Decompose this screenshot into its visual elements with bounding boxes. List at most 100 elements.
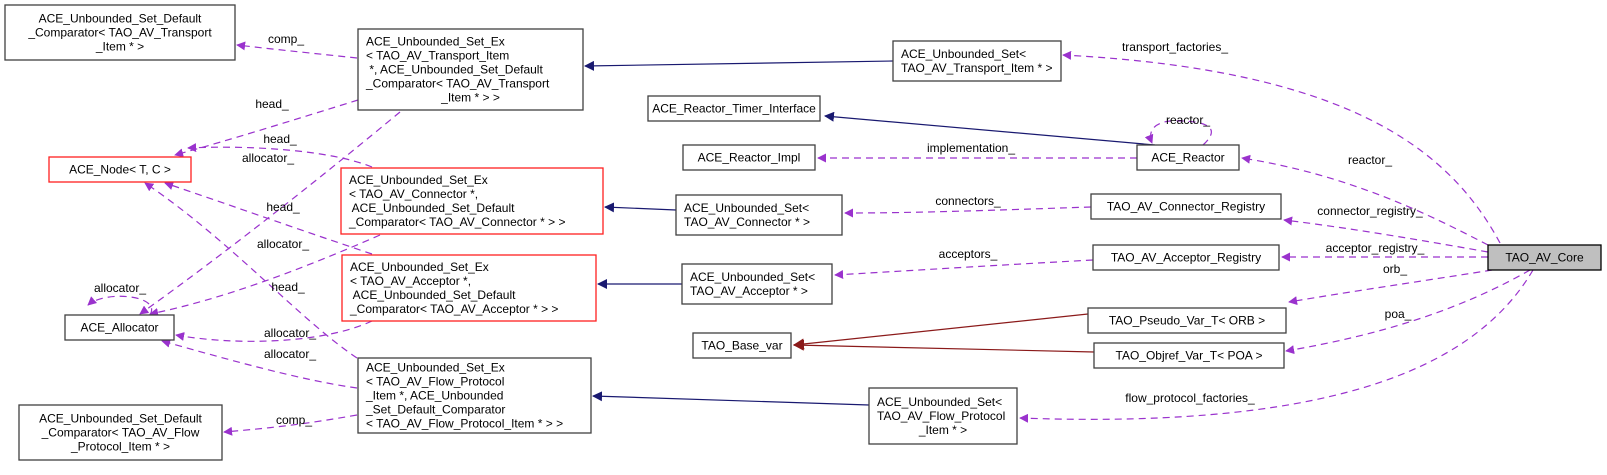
edge-head-t: head_ (174, 97, 359, 158)
edge-label: poa_ (1385, 307, 1412, 321)
usage-edge-line (175, 320, 373, 342)
edge-alloc-c: allocator_ (149, 234, 381, 317)
class-node-timer-if[interactable]: ACE_Reactor_Timer_Interface (647, 95, 821, 122)
usage-edge-line (1241, 154, 1489, 246)
class-node-core[interactable]: TAO_AV_Core (1487, 244, 1602, 271)
class-box[interactable] (1087, 307, 1287, 334)
edge-alloc-t: allocator_ (139, 111, 401, 315)
class-box[interactable] (341, 254, 597, 322)
class-box[interactable] (1093, 342, 1285, 369)
edge-label: head_ (271, 280, 305, 294)
usage-edge-line (1283, 216, 1489, 253)
class-name-line: TAO_AV_Core (1505, 251, 1584, 265)
class-node-set-connector[interactable]: ACE_Unbounded_Set<TAO_AV_Connector * > (675, 194, 843, 236)
class-name-line: ACE_Unbounded_Set< (690, 270, 815, 284)
class-node-setex-acceptor[interactable]: ACE_Unbounded_Set_Ex< TAO_AV_Acceptor *,… (341, 254, 597, 322)
class-node-objref-poa[interactable]: TAO_Objref_Var_T< POA > (1093, 342, 1285, 369)
edge-label: allocator_ (94, 281, 146, 295)
template-edge-line (792, 339, 1095, 353)
class-name-line: < TAO_AV_Transport_Item (366, 49, 509, 63)
edge-flow-protocol-factories: flow_protocol_factories_ (1019, 269, 1534, 423)
class-node-cmp-transport[interactable]: ACE_Unbounded_Set_Default_Comparator< TA… (4, 4, 236, 61)
class-box[interactable] (675, 194, 843, 236)
class-node-setex-transport[interactable]: ACE_Unbounded_Set_Ex< TAO_AV_Transport_I… (357, 28, 584, 111)
edge-label: transport_factories_ (1122, 40, 1228, 54)
class-name-line: ACE_Unbounded_Set< (684, 201, 809, 215)
edge-connectors: connectors_ (844, 194, 1092, 218)
class-box[interactable] (48, 156, 192, 183)
edge-poa: poa_ (1285, 269, 1531, 355)
class-node-reactor-impl[interactable]: ACE_Reactor_Impl (682, 144, 816, 171)
edge-tmpl-poa (792, 339, 1095, 353)
class-node-connector-registry[interactable]: TAO_AV_Connector_Registry (1090, 193, 1282, 220)
edge-acceptors: acceptors_ (834, 247, 1094, 280)
edge-label: reactor_ (1166, 113, 1210, 127)
class-box[interactable] (64, 314, 175, 341)
class-name-line: TAO_Objref_Var_T< POA > (1116, 349, 1263, 363)
class-name-line: ACE_Reactor (1151, 151, 1224, 165)
class-box[interactable] (357, 357, 592, 434)
edge-label: orb_ (1383, 262, 1407, 276)
edge-label: head_ (255, 97, 289, 111)
usage-edge-line (223, 414, 358, 436)
edge-head-f: head_ (144, 182, 358, 359)
class-box[interactable] (892, 40, 1062, 82)
class-box[interactable] (692, 332, 792, 359)
edge-acceptor-registry: acceptor_registry_ (1281, 241, 1488, 262)
class-box[interactable] (1092, 244, 1280, 271)
class-name-line: < TAO_AV_Flow_Protocol_Item * > > (366, 417, 563, 431)
class-node-node[interactable]: ACE_Node< T, C > (48, 156, 192, 183)
class-box[interactable] (1090, 193, 1282, 220)
class-box[interactable] (357, 28, 584, 111)
class-node-allocator[interactable]: ACE_Allocator (64, 314, 175, 341)
class-box[interactable] (1136, 144, 1240, 171)
class-name-line: ACE_Allocator (80, 321, 158, 335)
class-name-line: _Item * > (95, 40, 144, 54)
class-name-line: _Comparator< TAO_AV_Transport (365, 77, 550, 91)
class-node-base-var[interactable]: TAO_Base_var (692, 332, 792, 359)
class-name-line: _Comparator< TAO_AV_Transport (27, 26, 212, 40)
class-box[interactable] (340, 167, 604, 235)
class-node-setex-connector[interactable]: ACE_Unbounded_Set_Ex< TAO_AV_Connector *… (340, 167, 604, 235)
class-node-reactor[interactable]: ACE_Reactor (1136, 144, 1240, 171)
class-box[interactable] (4, 4, 236, 61)
class-node-pseudo-orb[interactable]: TAO_Pseudo_Var_T< ORB > (1087, 307, 1287, 334)
class-name-line: TAO_AV_Flow_Protocol (877, 409, 1005, 423)
class-name-line: ACE_Unbounded_Set_Default (39, 12, 202, 26)
class-box[interactable] (868, 387, 1018, 445)
class-node-setex-flow[interactable]: ACE_Unbounded_Set_Ex< TAO_AV_Flow_Protoc… (357, 357, 592, 434)
edge-label: implementation_ (927, 141, 1015, 155)
edge-orb: orb_ (1288, 262, 1493, 306)
edge-label: comp_ (276, 413, 312, 427)
class-name-line: ACE_Unbounded_Set_Default (350, 288, 516, 302)
class-name-line: _Item *, ACE_Unbounded (365, 389, 503, 403)
class-name-line: TAO_Pseudo_Var_T< ORB > (1109, 314, 1265, 328)
inherit-edge-line (584, 60, 894, 71)
edge-head-c: head_ (187, 132, 373, 168)
usage-edge-line (144, 182, 358, 359)
class-box[interactable] (682, 144, 816, 171)
class-box[interactable] (681, 263, 833, 305)
class-box[interactable] (647, 95, 821, 122)
class-node-acceptor-registry[interactable]: TAO_AV_Acceptor_Registry (1092, 244, 1280, 271)
usage-edge-line (1288, 269, 1493, 306)
edge-inh-set-c (604, 202, 677, 213)
usage-edge-line (149, 234, 381, 317)
inherit-edge-line (604, 202, 677, 213)
class-node-set-transport[interactable]: ACE_Unbounded_Set<TAO_AV_Transport_Item … (892, 40, 1062, 82)
class-node-cmp-flow[interactable]: ACE_Unbounded_Set_Default_Comparator< TA… (18, 404, 223, 461)
class-name-line: _Comparator< TAO_AV_Acceptor * > > (349, 302, 558, 316)
class-box[interactable] (1487, 244, 1602, 271)
class-box[interactable] (18, 404, 223, 461)
class-name-line: _Set_Default_Comparator (365, 403, 505, 417)
class-name-line: *, ACE_Unbounded_Set_Default (366, 63, 543, 77)
class-node-set-flow[interactable]: ACE_Unbounded_Set<TAO_AV_Flow_Protocol_I… (868, 387, 1018, 445)
template-edge-line (792, 313, 1089, 350)
class-node-set-acceptor[interactable]: ACE_Unbounded_Set<TAO_AV_Acceptor * > (681, 263, 833, 305)
class-name-line: ACE_Unbounded_Set< (877, 395, 1002, 409)
class-name-line: TAO_AV_Acceptor * > (690, 284, 808, 298)
class-name-line: TAO_AV_Connector_Registry (1107, 200, 1265, 214)
class-name-line: TAO_AV_Acceptor_Registry (1111, 251, 1261, 265)
edge-label: connectors_ (935, 194, 1001, 208)
edge-implementation: implementation_ (817, 141, 1137, 163)
